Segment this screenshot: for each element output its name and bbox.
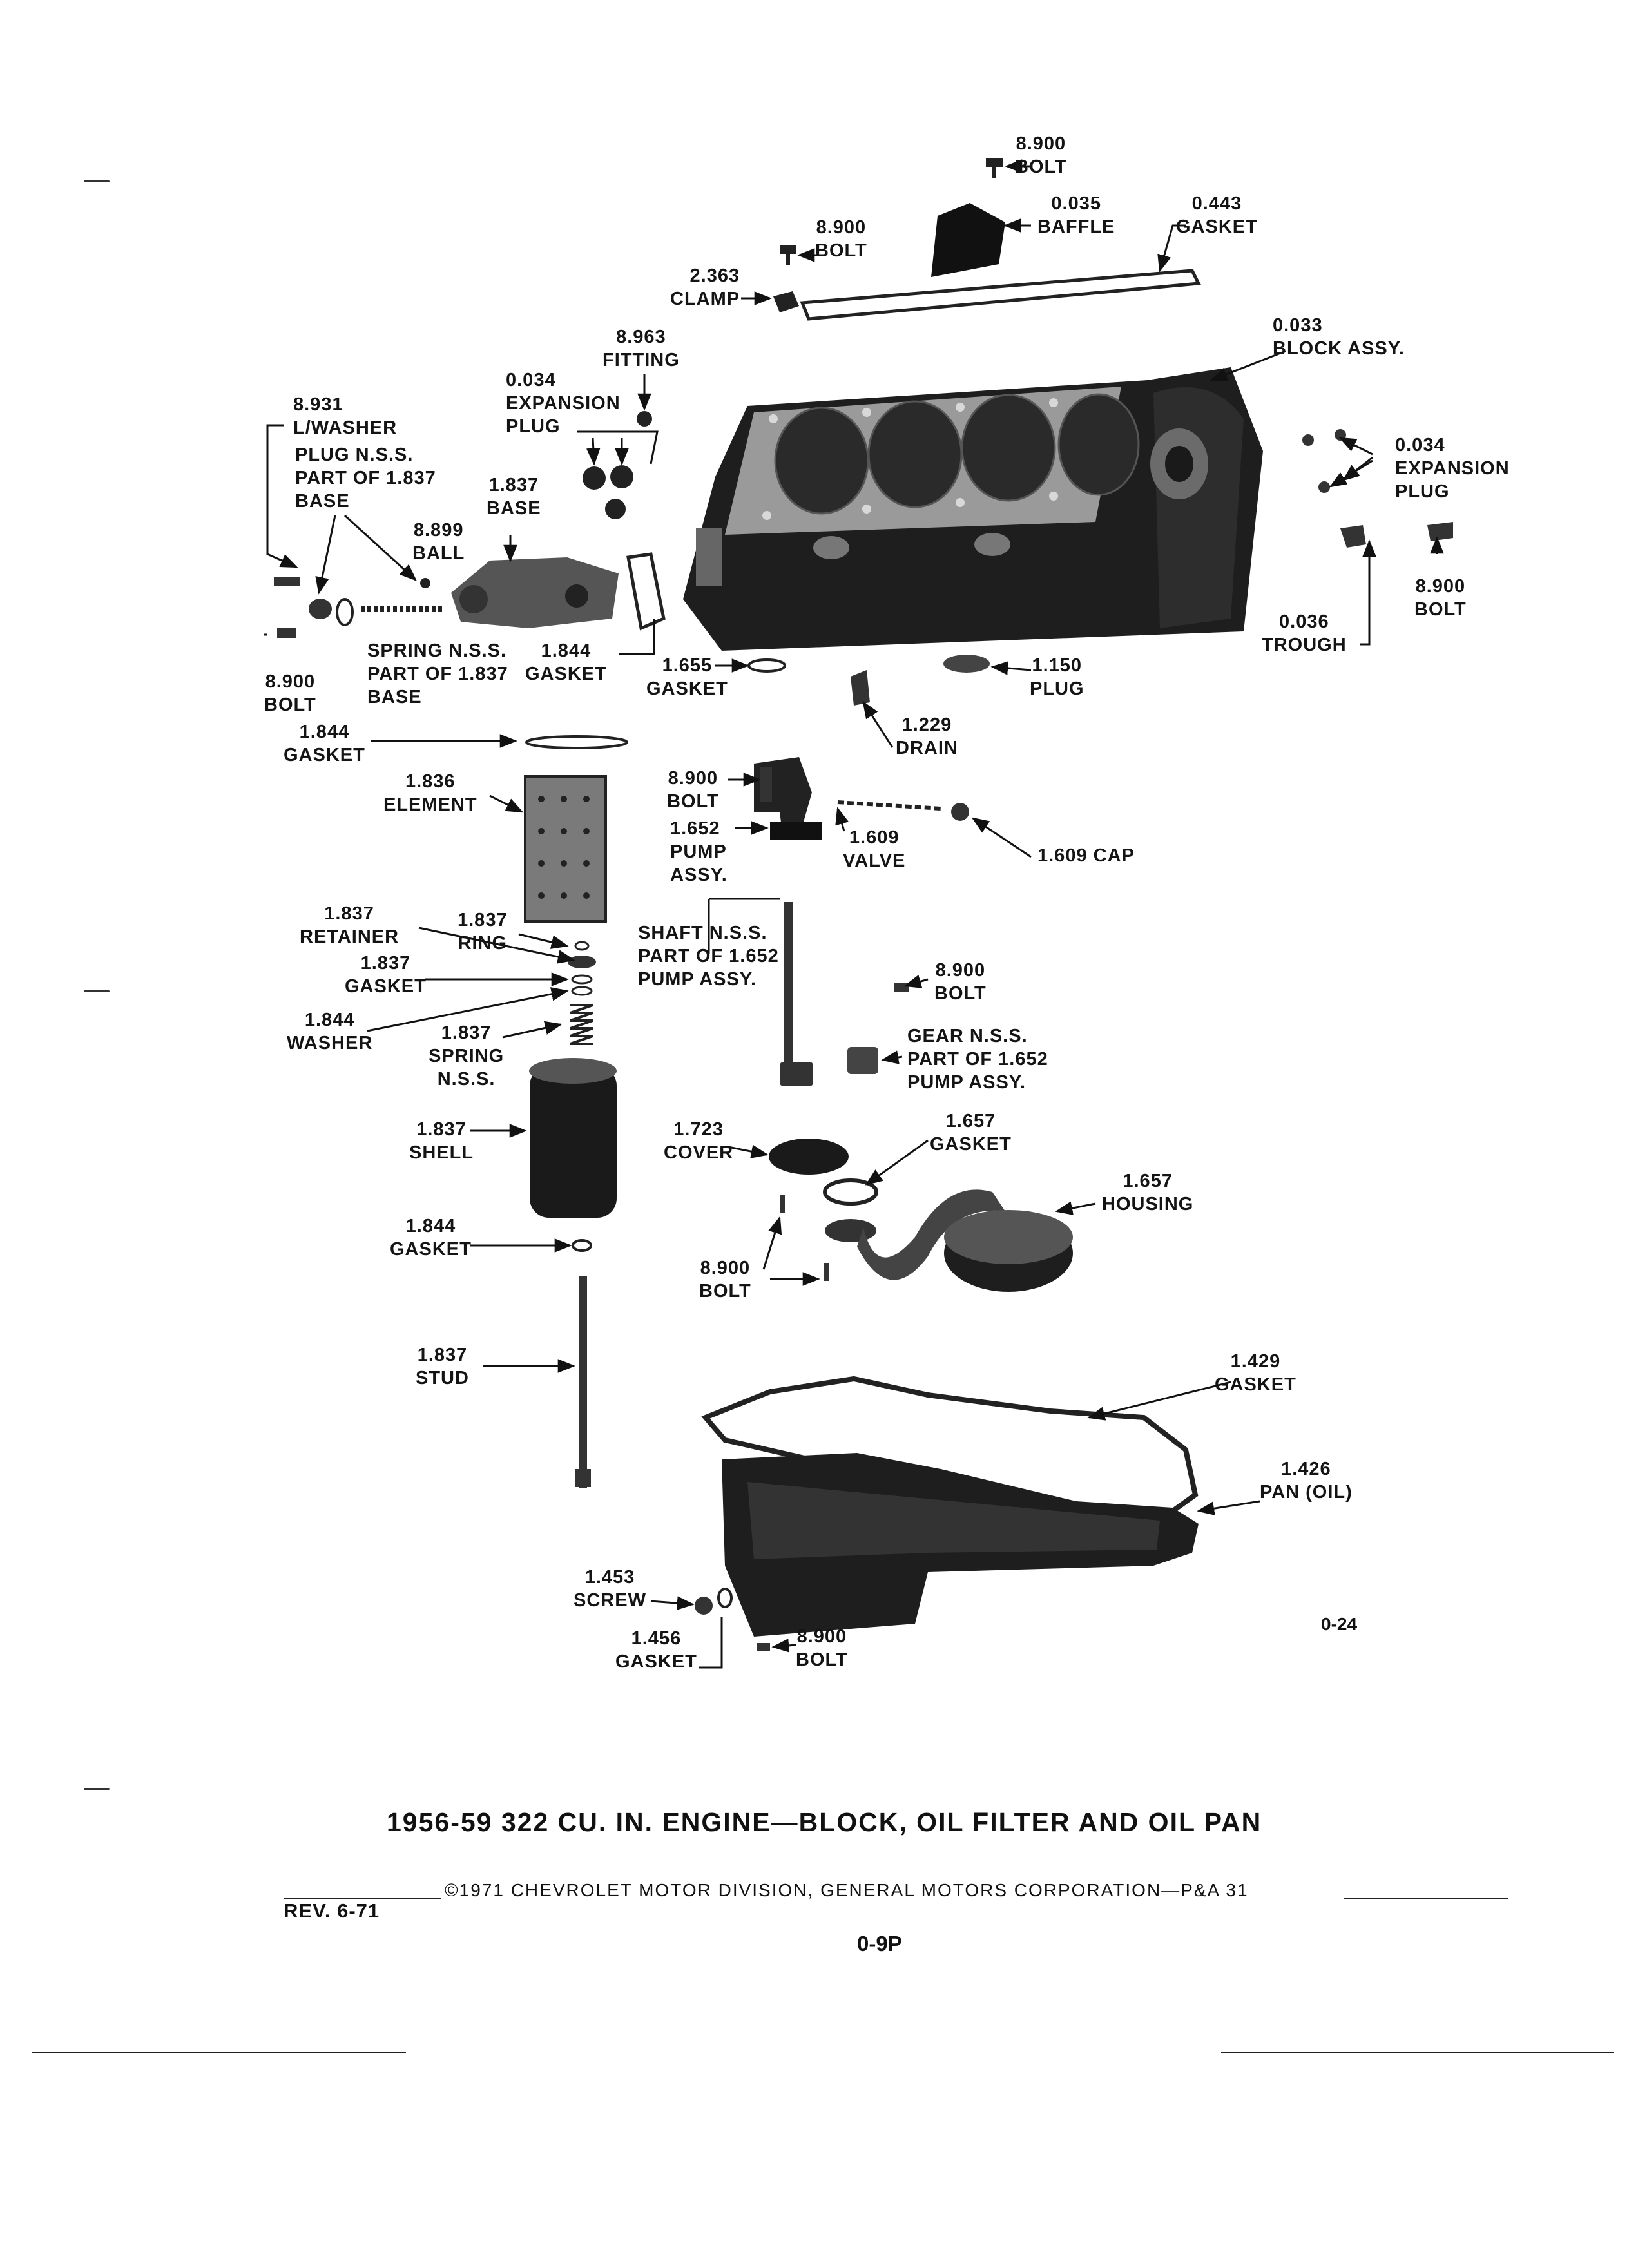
- footer-rule-left: [284, 1898, 441, 1899]
- baffle-part: [931, 203, 1005, 277]
- footer-rule-right: [1344, 1898, 1508, 1899]
- page-number: 0-9P: [857, 1932, 902, 1956]
- page-bottom-rule-left: [32, 2052, 406, 2053]
- page-bottom-rule-right: [1221, 2052, 1614, 2053]
- page-title: 1956-59 322 CU. IN. ENGINE—BLOCK, OIL FI…: [387, 1807, 1262, 1837]
- margin-mark: [84, 990, 110, 992]
- margin-mark: [84, 1788, 110, 1790]
- filter-base-part: [274, 552, 666, 638]
- oil-pan-part: [695, 1376, 1199, 1651]
- oil-pump-part: [754, 757, 969, 1086]
- oil-pickup-part: [769, 1139, 1073, 1292]
- margin-mark: [84, 180, 110, 182]
- figure-number: 0-24: [1321, 1614, 1358, 1634]
- revision-label: REV. 6-71: [284, 1899, 380, 1922]
- engine-block: [683, 367, 1263, 651]
- filter-element-part: [524, 775, 617, 1488]
- callout-cap: 1.609 CAP: [1037, 845, 1135, 866]
- top-gasket-part: [800, 269, 1201, 321]
- copyright-line: ©1971 CHEVROLET MOTOR DIVISION, GENERAL …: [445, 1880, 1249, 1900]
